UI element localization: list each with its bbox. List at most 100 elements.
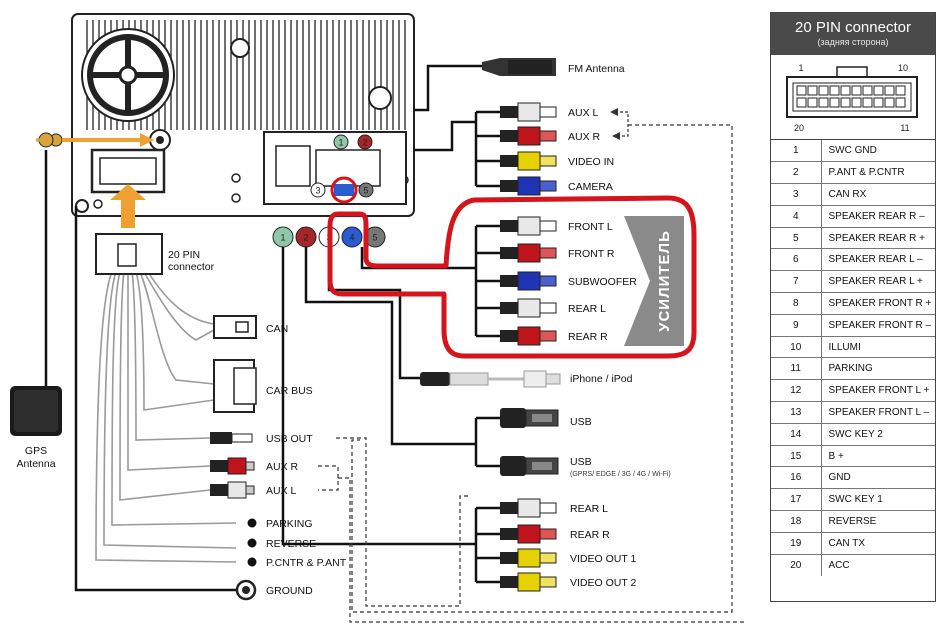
pin-function: SPEAKER FRONT R –	[821, 313, 935, 337]
pin-function: SPEAKER REAR R –	[821, 204, 935, 228]
pin-number: 15	[771, 444, 822, 467]
label-usb-out: USB OUT	[266, 433, 313, 445]
pin-number: 3	[771, 183, 822, 206]
label-rear-l: REAR L	[568, 303, 606, 315]
pin-corner-10: 10	[898, 63, 908, 73]
label-car-bus: CAR BUS	[266, 385, 313, 397]
pin-cell	[851, 85, 862, 96]
label-can: CAN	[266, 323, 288, 335]
usb-out-plug	[210, 432, 253, 444]
label-front-r: FRONT R	[568, 248, 615, 260]
pin-function: CAN TX	[821, 531, 935, 555]
label-video-in: VIDEO IN	[568, 156, 614, 168]
pin-function: B +	[821, 444, 935, 467]
label-usb1: USB	[570, 416, 592, 428]
head-unit: 1 2 3 5	[49, 13, 415, 228]
pin-cell	[884, 97, 895, 108]
pin-function: SPEAKER FRONT R +	[821, 292, 935, 315]
pin-cell	[818, 97, 829, 108]
pin-number: 14	[771, 422, 822, 446]
svg-text:2: 2	[362, 138, 367, 148]
label-aux-r-in: AUX R	[568, 131, 601, 143]
pin-corner-1: 1	[798, 63, 803, 73]
pin-cell	[895, 97, 906, 108]
gps-label-line1: GPS	[25, 445, 47, 457]
pin-number: 19	[771, 531, 822, 555]
harness-20pin-plug: 20 PIN connector	[95, 233, 215, 275]
label-fm-antenna: FM Antenna	[568, 63, 625, 75]
connector-label-line2: connector	[168, 261, 215, 273]
pin-number: 17	[771, 488, 822, 511]
label-camera: CAMERA	[568, 181, 613, 193]
pin-cell	[873, 85, 884, 96]
label-usb2: USB	[570, 456, 592, 468]
pin-function: P.ANT & P.CNTR	[821, 161, 935, 184]
pin-cell	[818, 85, 829, 96]
rca-camera	[500, 176, 557, 196]
badge-5: 5	[372, 233, 377, 243]
rca-video-in	[500, 151, 557, 171]
pin-function: PARKING	[821, 357, 935, 380]
pin-function: SPEAKER REAR L –	[821, 248, 935, 271]
gps-antenna	[10, 132, 62, 436]
label-parking: PARKING	[266, 518, 312, 530]
pin-number: 18	[771, 510, 822, 533]
pin-function: ACC	[821, 553, 935, 576]
label-video-out2: VIDEO OUT 2	[570, 577, 636, 589]
pin-number: 11	[771, 357, 822, 380]
rca-subwoofer	[500, 271, 557, 291]
badge-4: 4	[349, 233, 354, 243]
harness-bundle	[95, 271, 237, 563]
pin-number: 4	[771, 204, 822, 228]
pin-function: SWC KEY 1	[821, 488, 935, 511]
svg-text:1: 1	[338, 138, 343, 148]
pin-cell	[829, 85, 840, 96]
rca-video-out-2	[500, 572, 557, 592]
pin-cell	[796, 85, 807, 96]
pin-function: SPEAKER FRONT L +	[821, 379, 935, 402]
pin-cell	[873, 97, 884, 108]
gps-label-line2: Antenna	[16, 458, 55, 470]
pin-number: 6	[771, 248, 822, 271]
label-rear-l-out: REAR L	[570, 503, 608, 515]
pin-panel-subtitle: (задняя сторона)	[817, 37, 889, 47]
amplifier-label: УСИЛИТЕЛЬ	[656, 230, 673, 332]
pin-number: 2	[771, 161, 822, 184]
badge-1: 1	[280, 233, 285, 243]
arrow-left-icon	[612, 132, 620, 140]
pin-cell	[884, 85, 895, 96]
pin-number: 16	[771, 466, 822, 489]
pin-panel-header: 20 PIN connector (задняя сторона)	[771, 13, 935, 55]
pin-cell	[796, 97, 807, 108]
pin-panel-title: 20 PIN connector	[795, 19, 911, 36]
rca-rear-r	[500, 326, 557, 346]
aux-r-out-plug	[210, 457, 255, 475]
can-connector	[213, 315, 257, 339]
connector-label-line1: 20 PIN	[168, 249, 200, 261]
rca-aux-l-in	[500, 102, 557, 122]
pin-cell	[807, 85, 818, 96]
rca-rear-r-out	[500, 524, 557, 544]
label-rear-r-out: REAR R	[570, 529, 610, 541]
pin-connector-panel: 20 PIN connector (задняя сторона) 1 10 2…	[770, 12, 936, 602]
rca-front-l	[500, 216, 557, 236]
pin-number: 8	[771, 292, 822, 315]
cooling-fan-icon	[81, 28, 175, 122]
iphone-cable	[420, 370, 561, 388]
label-front-l: FRONT L	[568, 221, 613, 233]
